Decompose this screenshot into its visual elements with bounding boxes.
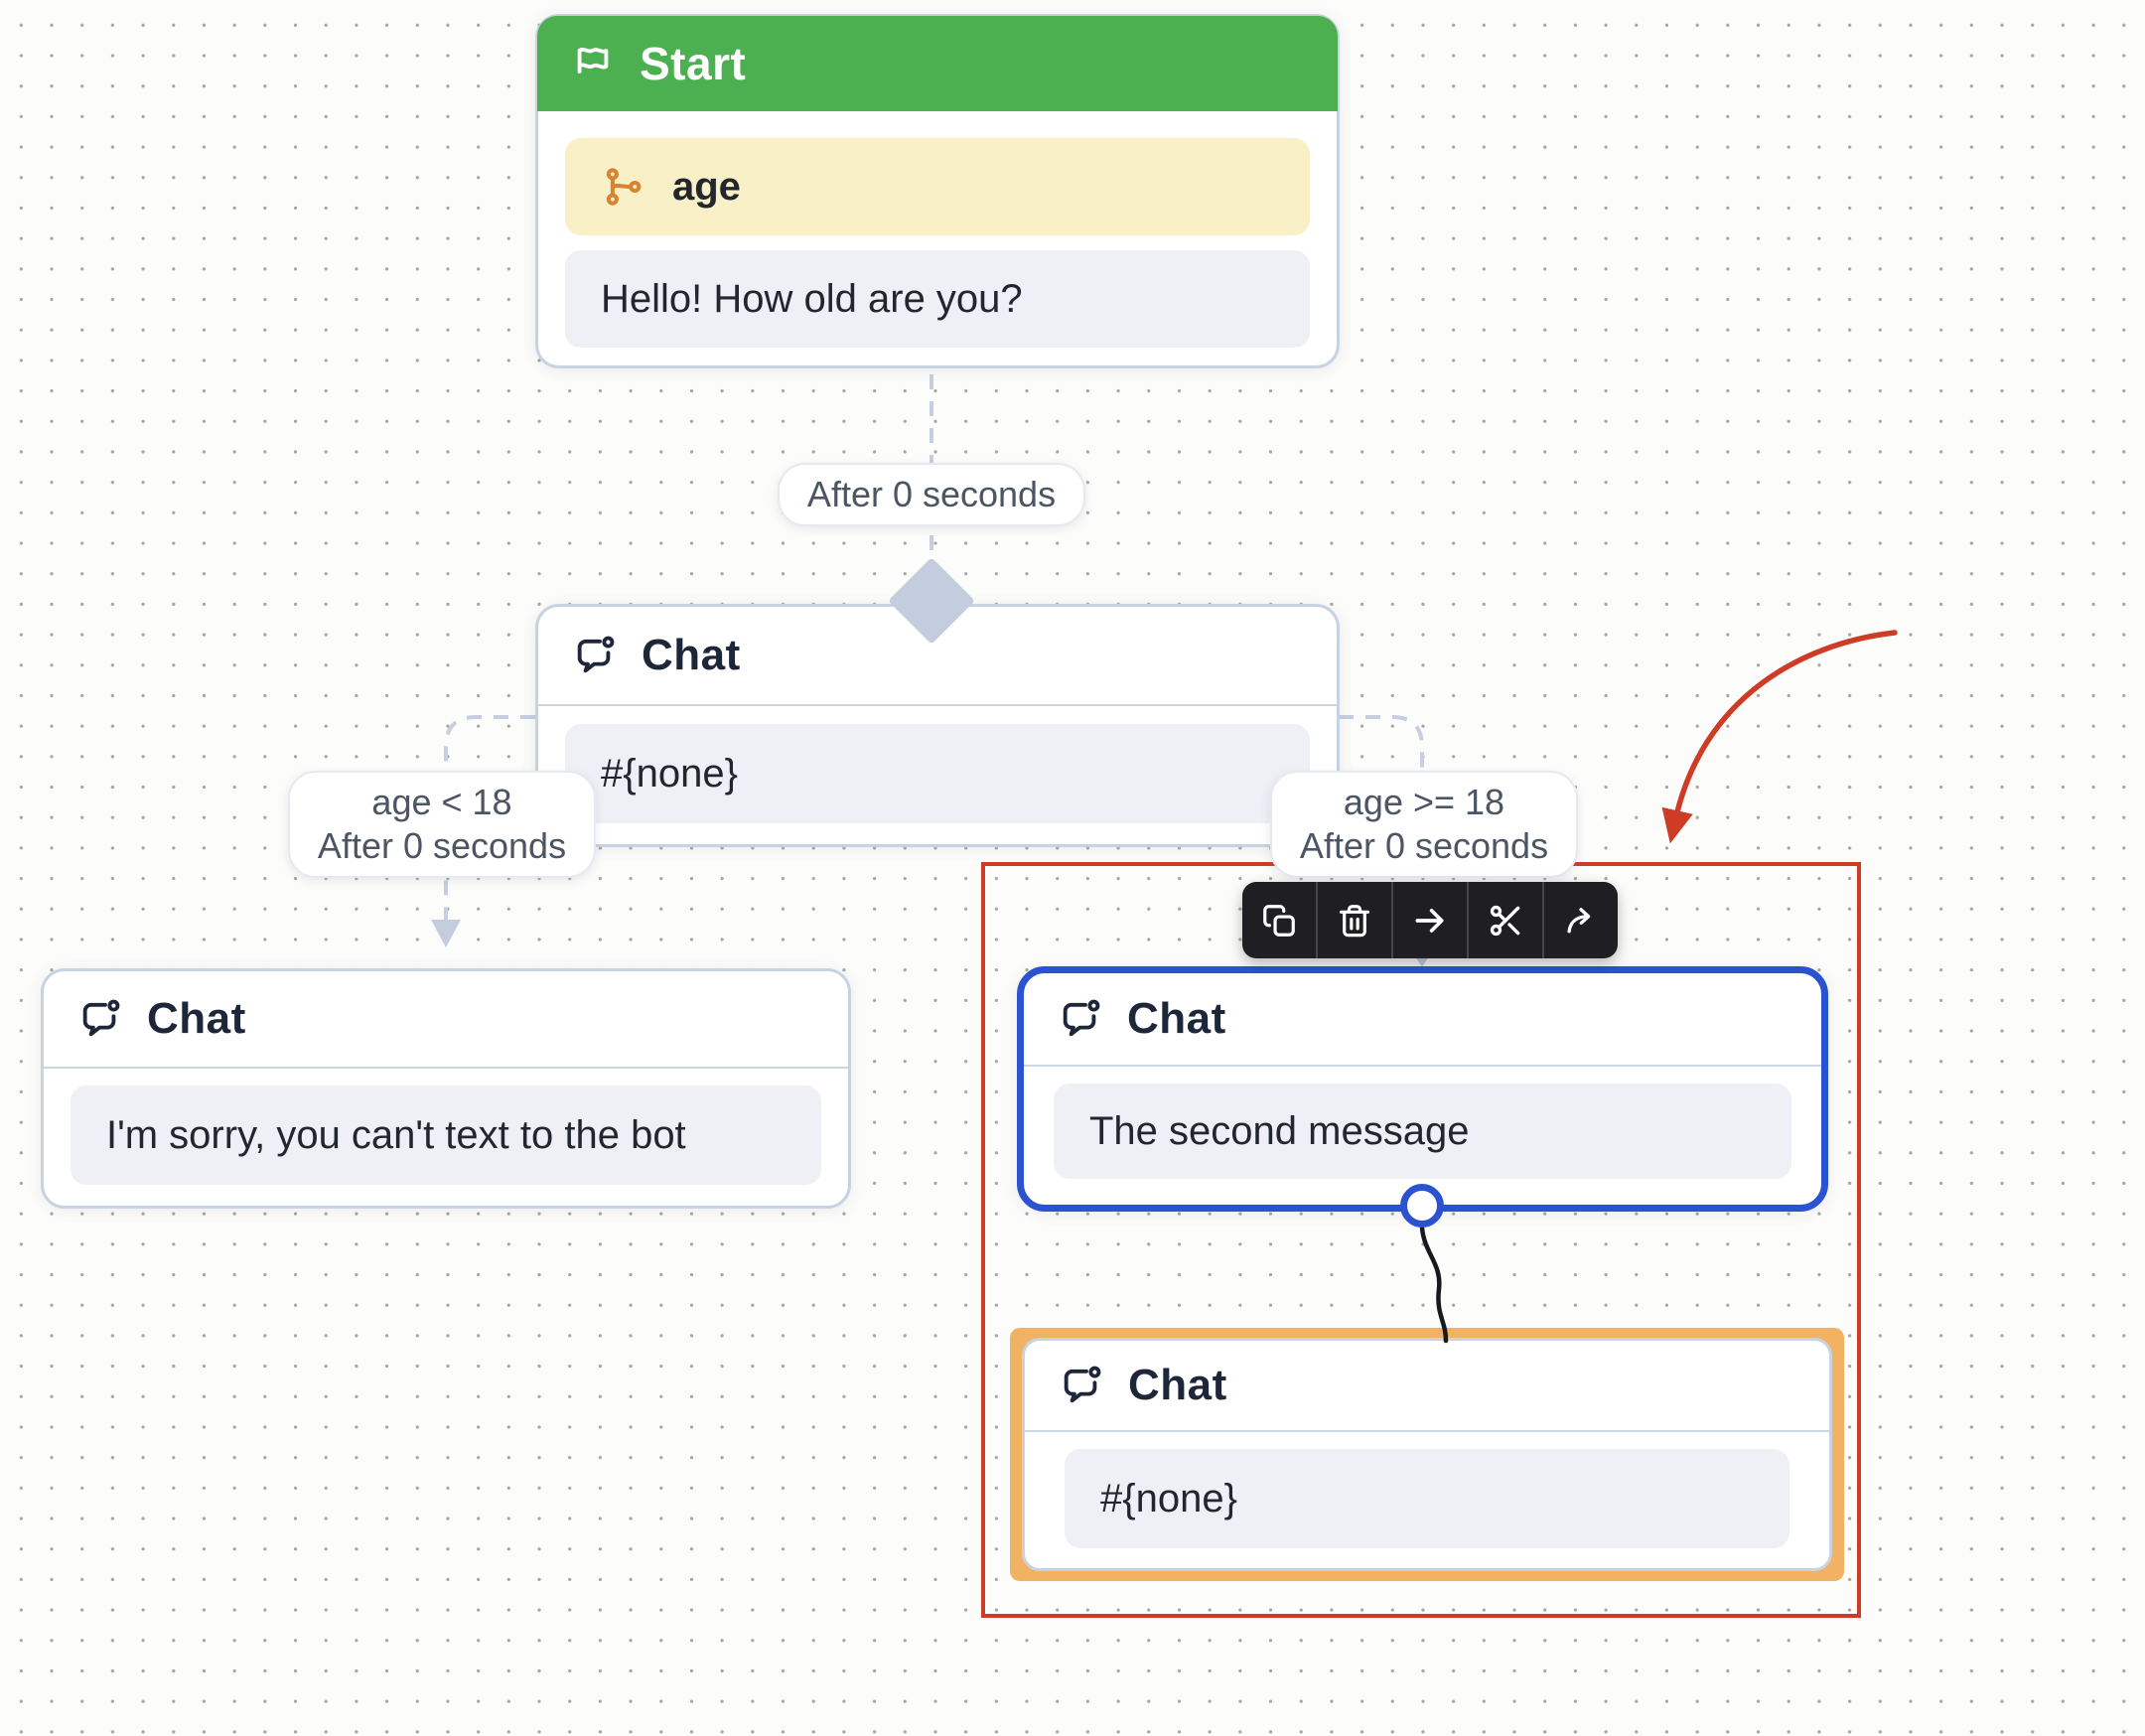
chat-node-header[interactable]: Chat [44,971,848,1069]
condition-text: age >= 18 [1343,782,1505,822]
selection-toolbar [1242,882,1618,958]
message-text: #{none} [1100,1476,1237,1520]
delay-text: After 0 seconds [806,474,1057,514]
node-title: Start [640,38,747,89]
chat-node-header[interactable]: Chat [1024,973,1821,1067]
copy-button[interactable] [1242,882,1316,958]
chat-icon [1063,999,1100,1037]
node-title: Chat [147,994,246,1043]
message-block[interactable]: I'm sorry, you can't text to the bot [71,1085,821,1185]
chat-icon [1064,1366,1101,1403]
cut-button[interactable] [1467,882,1542,958]
message-text: Hello! How old are you? [601,276,1023,321]
chat-node-header[interactable]: Chat [538,607,1337,706]
delay-text: After 0 seconds [1299,824,1549,866]
condition-label: age [672,164,741,209]
message-block[interactable]: The second message [1054,1084,1791,1179]
annotation-red-arrow [1661,630,1898,844]
share-button[interactable] [1542,882,1618,958]
condition-text: age < 18 [371,782,512,822]
node-chat-drop-target[interactable]: Chat #{none} [1022,1338,1832,1571]
trash-icon [1339,904,1370,937]
move-button[interactable] [1391,882,1467,958]
condition-block-age[interactable]: age [565,138,1310,235]
chat-icon [82,999,120,1037]
scissors-icon [1490,905,1520,936]
edge-label-delay[interactable]: After 0 seconds [777,463,1086,526]
edge-label-over18[interactable]: age >= 18 After 0 seconds [1269,771,1579,878]
branch-split-icon [606,168,642,206]
message-text: #{none} [601,751,738,796]
node-title: Chat [642,631,741,679]
node-title: Chat [1127,994,1226,1043]
output-port[interactable] [1400,1184,1444,1228]
node-chat-main[interactable]: Chat #{none} [535,604,1340,847]
node-chat-selected[interactable]: Chat The second message [1017,966,1828,1212]
drop-target-highlight: Chat #{none} [1010,1328,1844,1581]
start-node-header[interactable]: Start [537,16,1338,111]
message-block[interactable]: #{none} [565,724,1310,823]
share-icon [1567,907,1591,933]
delay-text: After 0 seconds [317,824,567,866]
edge-label-under18[interactable]: age < 18 After 0 seconds [287,771,597,878]
message-block[interactable]: #{none} [1065,1449,1789,1548]
node-chat-under18[interactable]: Chat I'm sorry, you can't text to the bo… [41,968,851,1209]
copy-icon [1263,904,1295,937]
chat-icon [577,636,615,673]
flag-icon [577,47,609,73]
message-text: I'm sorry, you can't text to the bot [106,1112,686,1157]
message-text: The second message [1089,1108,1470,1153]
delete-button[interactable] [1316,882,1391,958]
node-title: Chat [1128,1361,1227,1409]
chat-node-header[interactable]: Chat [1025,1341,1829,1432]
node-start[interactable]: Start age Hello! How old are you? [535,14,1340,368]
arrow-right-icon [1415,908,1444,933]
message-block[interactable]: Hello! How old are you? [565,250,1310,348]
